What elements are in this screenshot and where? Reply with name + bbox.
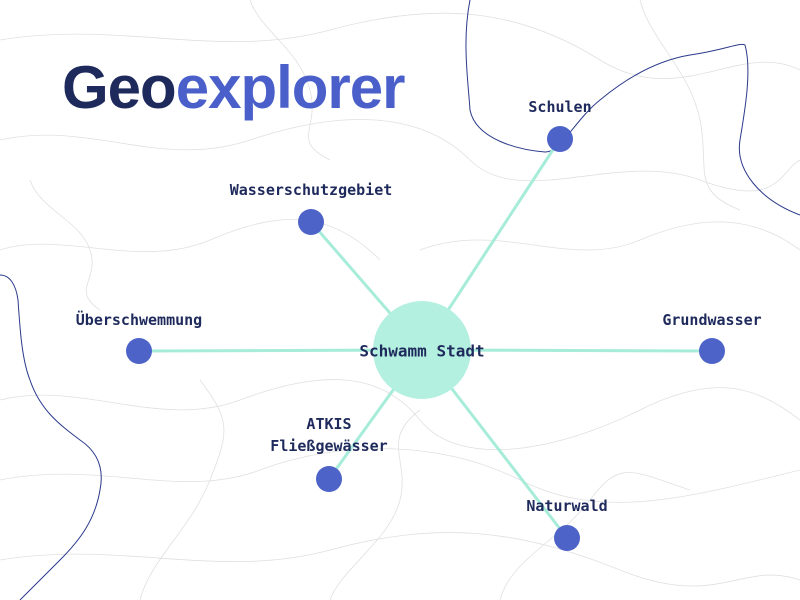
center-node[interactable]	[373, 301, 471, 399]
node-label-grundwasser: Grundwasser	[662, 311, 762, 329]
node-grundwasser[interactable]	[699, 338, 725, 364]
logo-part-geo: Geo	[62, 54, 177, 121]
node-label-ueberschwemmung: Überschwemmung	[75, 311, 203, 329]
node-ueberschwemmung[interactable]	[126, 338, 152, 364]
node-naturwald[interactable]	[554, 525, 580, 551]
node-wasserschutzgebiet[interactable]	[298, 209, 324, 235]
node-label-schulen: Schulen	[528, 98, 592, 116]
diagram-nodes	[126, 126, 725, 551]
node-label-wasserschutzgebiet: Wasserschutzgebiet	[229, 181, 393, 199]
node-label-naturwald: Naturwald	[526, 497, 608, 515]
app-logo: Geoexplorer	[62, 58, 405, 118]
logo-part-explorer: explorer	[175, 54, 406, 121]
node-label-atkis-line1: ATKIS	[306, 415, 352, 433]
center-node-label: Schwamm Stadt	[359, 341, 485, 361]
node-schulen[interactable]	[547, 126, 573, 152]
node-label-atkis: ATKIS Fließgewässer	[270, 413, 387, 457]
node-atkis[interactable]	[316, 466, 342, 492]
node-label-atkis-line2: Fließgewässer	[270, 437, 388, 455]
